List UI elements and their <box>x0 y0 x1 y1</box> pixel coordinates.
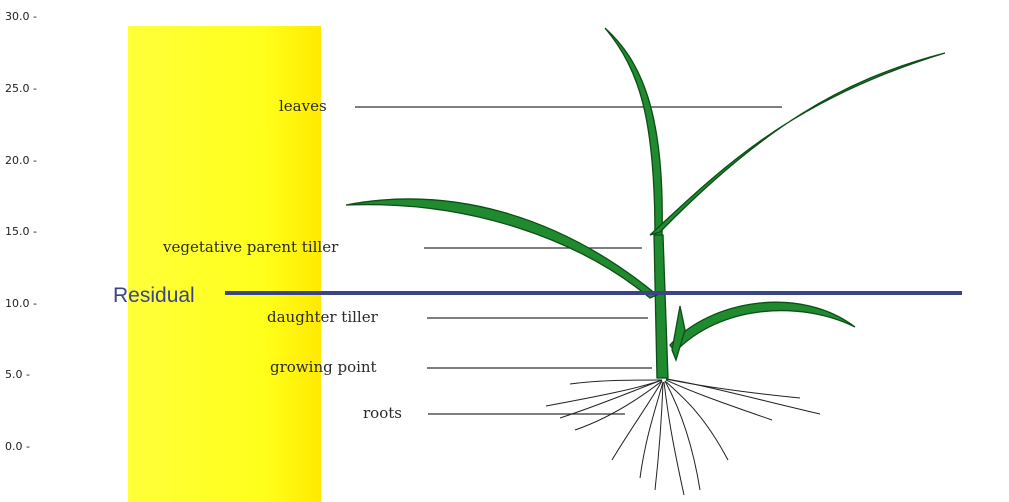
label-daughter-tiller: daughter tiller <box>267 308 378 326</box>
label-vegetative-parent-tiller: vegetative parent tiller <box>163 238 338 256</box>
daughter-tiller-leaf <box>670 302 855 352</box>
tall-leaf <box>605 28 662 237</box>
daughter-tiller-blade <box>672 306 685 360</box>
main-stem <box>654 235 668 378</box>
roots-drawing <box>546 379 820 495</box>
residual-label: Residual <box>113 284 195 308</box>
label-growing-point: growing point <box>270 358 377 376</box>
label-leaves: leaves <box>279 97 327 115</box>
upper-right-leaf <box>650 53 945 235</box>
label-roots: roots <box>363 404 402 422</box>
